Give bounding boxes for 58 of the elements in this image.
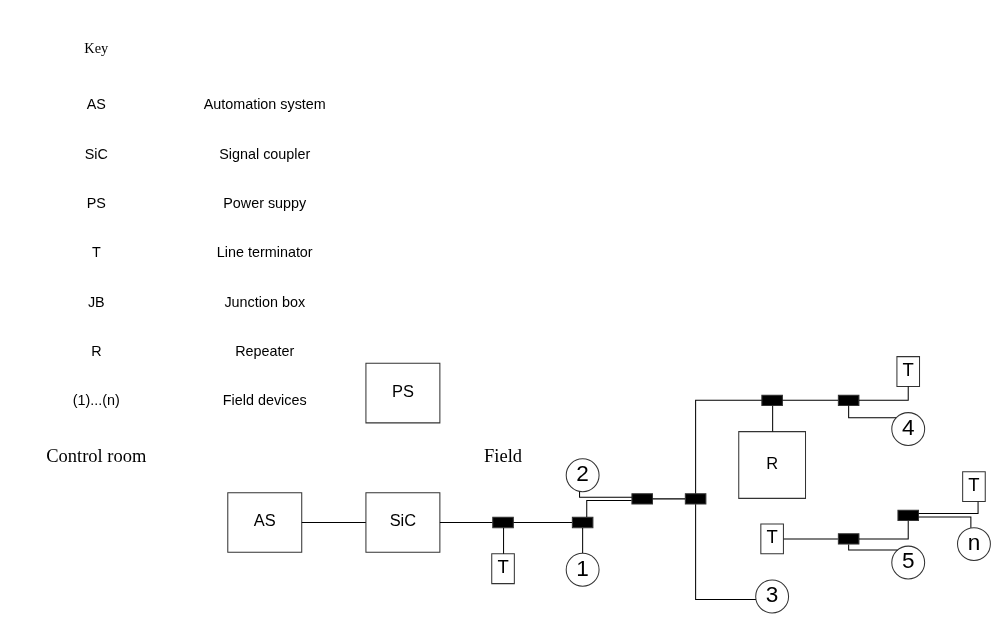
connector <box>918 500 979 514</box>
connector <box>582 526 584 554</box>
connector <box>783 537 839 539</box>
node-box <box>492 516 514 528</box>
label: Signal coupler <box>219 145 311 162</box>
node-box <box>897 509 919 521</box>
label: Junction box <box>224 293 306 310</box>
connector <box>652 497 686 499</box>
node-box: AS <box>227 491 303 553</box>
connector <box>579 490 633 498</box>
node-box <box>684 492 707 505</box>
node-box: PS <box>365 362 441 423</box>
node-circle: 4 <box>891 411 926 446</box>
label: Field <box>484 445 523 466</box>
label: PS <box>86 194 106 211</box>
node-box: T <box>896 355 921 387</box>
node-circle: n <box>957 526 991 561</box>
label: SiC <box>84 145 108 162</box>
connector <box>439 521 493 523</box>
connector <box>858 519 909 539</box>
node-box: R <box>738 430 807 499</box>
connector <box>695 399 763 494</box>
node-box <box>837 532 860 545</box>
connector <box>586 499 633 517</box>
node-box <box>837 394 860 406</box>
connector <box>301 521 367 523</box>
label: Power suppy <box>223 194 307 211</box>
connector <box>858 385 909 401</box>
label: Key <box>84 39 109 56</box>
node-box: SiC <box>365 491 441 553</box>
connector <box>918 516 972 528</box>
label: Line terminator <box>216 243 313 260</box>
node-box: T <box>760 523 784 554</box>
connector <box>848 404 897 418</box>
label: T <box>91 243 101 260</box>
node-circle: 2 <box>565 457 600 492</box>
node-box <box>761 394 783 406</box>
connector <box>503 526 505 554</box>
connector <box>695 503 757 600</box>
label: Automation system <box>203 95 326 112</box>
connector <box>772 404 774 432</box>
label: JB <box>87 293 105 310</box>
node-box <box>631 492 653 505</box>
label: R <box>91 342 102 359</box>
label: AS <box>86 95 106 112</box>
node-circle: 5 <box>891 545 926 579</box>
node-box: T <box>491 552 515 584</box>
node-box <box>571 516 594 528</box>
label: Field devices <box>222 391 307 408</box>
connector <box>848 543 899 550</box>
node-box: T <box>962 470 986 502</box>
node-circle: 1 <box>565 552 600 587</box>
label: Repeater <box>235 342 295 359</box>
label: Control room <box>46 445 147 466</box>
connector <box>512 521 573 523</box>
node-circle: 3 <box>755 579 790 613</box>
label: (1)...(n) <box>72 391 120 408</box>
connector <box>781 399 839 401</box>
